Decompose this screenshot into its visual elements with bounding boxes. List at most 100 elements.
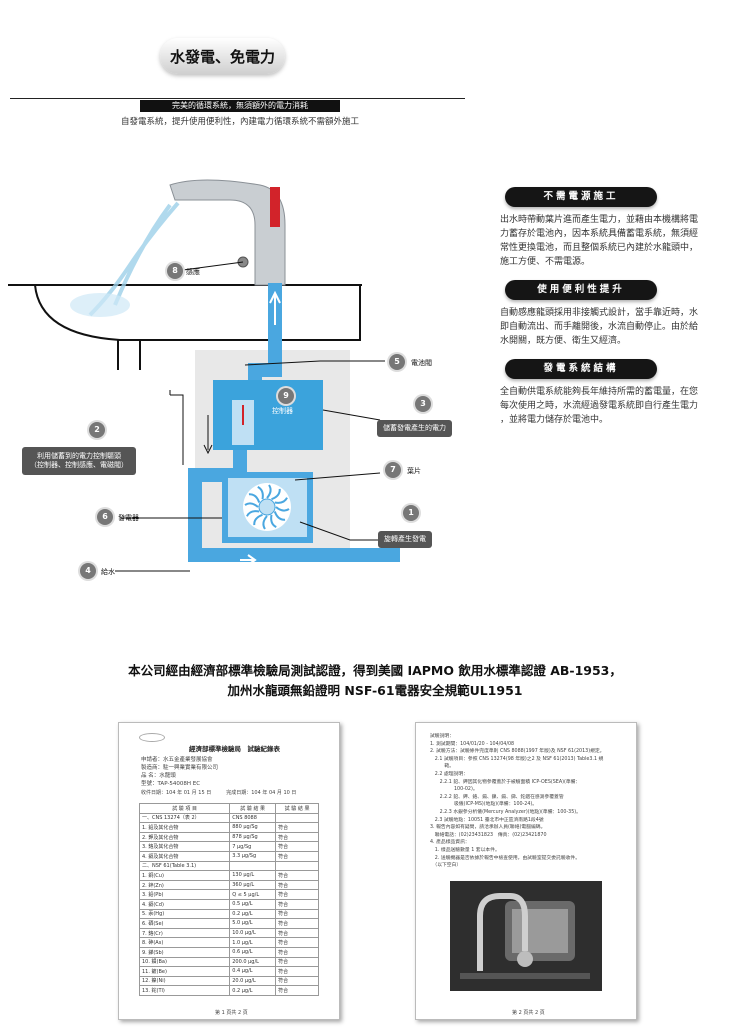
basin-outline [34,284,361,341]
table-cell: 2. 鉀及其化合物 [138,831,231,843]
product-photo [450,881,602,991]
valve-needle [242,405,244,425]
impeller-blade [243,483,291,531]
doc-note-line: 聯絡電話：(02)23431823 傳真：(02)23421870 [430,832,547,838]
feature-line: 即自動流出、而手離開後，水流自動停止。由於給 [500,322,699,332]
feature-text: 全自動供電系統能夠長年維持所需的蓄電量，在您 每次使用之時，水流經過發電系統即自… [500,385,745,427]
signal-arrow [203,415,213,455]
inlet-label: 給水 [101,568,115,576]
table-cell: 符合 [275,850,319,862]
table-cell: 13. 鉈(Tl) [138,985,231,996]
test-report-page-1: 經濟部標準檢驗局 試驗紀錄表 申請者：水五金產業發展協會 製造商：駐一興業實業有… [118,722,340,1020]
callout-number: 9 [278,388,294,404]
feature-title: 發電系統結構 [505,359,657,379]
table-cell: 符合 [275,975,319,987]
table-cell: 12. 鎳(Ni) [138,975,231,987]
sensor-label: 感應 [186,268,200,276]
doc-note-line: 吸儀(ICP-MS)(地點)(準備：100-24)。 [430,802,538,808]
leader-line [299,521,378,541]
doc-note-line: 2. 送驗機器是否依據於報告中檢查使用，由試驗室提交委託驗收件。 [430,855,581,861]
doc-note-line: 1. 樣品送驗數量 1 套以本件。 [430,847,500,853]
table-cell: 符合 [275,956,319,968]
table-cell: 0.6 μg/L [229,946,277,958]
doc-meta: 製造商：駐一興業實業有限公司 [141,765,219,771]
table-cell: 200.0 μg/L [229,956,277,968]
table-cell [275,812,319,824]
agency-logo [139,733,165,742]
table-cell: 符合 [275,918,319,929]
use-power-line-2: （控制器、控制感應、電磁閥） [30,461,128,469]
table-cell: 880 μg/Sg [229,822,277,833]
table-cell: 二、NSF 61(Table 3.1) [138,860,231,872]
doc-meta: 申請者：水五金產業發展協會 [141,757,213,763]
table-cell: 一、CNS 13274（表 2） [138,812,231,824]
table-cell: 符合 [275,937,319,948]
impeller-vane [275,506,290,512]
callout-number: 6 [97,509,113,525]
impeller-vane [244,502,259,508]
table-row: 二、NSF 61(Table 3.1) [138,860,319,872]
header-divider [10,98,465,99]
table-cell: 7. 鉻(Cr) [138,927,231,939]
flow-arrow [240,554,257,566]
table-cell: 8. 砷(As) [138,937,231,948]
use-power-callout: 利用儲蓄到的電力控制驅頭 （控制器、控制感應、電磁閥） [22,447,136,475]
faucet-diagram [8,179,400,572]
impeller-vane [253,513,263,526]
generator-label: 發電器 [118,514,139,522]
feature-line: 常性更換電池，而且整個系統已內建於水龍頭中， [500,243,699,253]
table-cell: 9. 銻(Sb) [138,946,231,958]
impeller-vane [270,514,277,528]
controller-panel [213,380,323,450]
table-cell: 878 μg/Sg [229,831,277,843]
leader-line [244,360,385,366]
table-cell: 1. 鉛及其化合物 [138,822,231,833]
faucet-photo-icon [460,893,590,979]
impeller-vane [274,497,288,504]
water-pipe-in [188,468,400,562]
doc-note-line: 2.3 試驗地點：10051 臺北市中正區濟南路1段4號 [430,817,544,823]
header-banner: 完美的循環系統，無須額外的電力消耗 [140,100,340,112]
table-cell: 符合 [275,879,319,891]
table-cell: 符合 [275,822,319,833]
table-cell [229,860,277,872]
table-cell: 符合 [275,870,319,881]
table-cell: 4. 鎘(Cd) [138,898,231,910]
table-cell: 3. 鉛(Pb) [138,889,231,900]
table-cell: 符合 [275,946,319,958]
table-cell: 20.0 μg/L [229,975,277,987]
table-cell: 10. 鋇(Ba) [138,956,231,968]
table-cell: 11. 鈹(Be) [138,966,231,977]
table-cell [275,860,319,872]
table-cell: 4. 鎘及其化合物 [138,850,231,862]
table-header-cell: 試 驗 結 果 [229,803,277,814]
doc-note-line: 100-02)。 [430,787,478,793]
feature-line: ，並將電力儲存於電池中。 [500,415,609,425]
table-cell: 符合 [275,831,319,843]
feature-title: 使用便利性提升 [505,280,657,300]
doc-note-line: 2.2.2 鉛、鉀、鉻、鎘、鎳、鎘、銻、鉈銦在感測參覆蓋管 [430,794,564,800]
callout-number: 5 [389,354,405,370]
callout-number: 7 [385,462,401,478]
drain-pipe [117,340,141,370]
table-cell: 0.5 μg/L [229,898,277,910]
faucet-red-stripe [270,187,280,227]
rotate-callout: 旋轉產生發電 [378,531,432,548]
table-cell: 2. 鋅(Zn) [138,879,231,891]
table-cell: 0.2 μg/L [229,908,277,920]
impeller-vane [271,488,281,501]
blade-label: 葉片 [407,467,421,475]
table-cell: 符合 [275,841,319,852]
leader-line [182,261,244,271]
feature-text: 出水時帶動葉片進而產生電力，並藉由本機構將電 力蓄存於電池內，因本系統具備蓄電系… [500,213,745,269]
